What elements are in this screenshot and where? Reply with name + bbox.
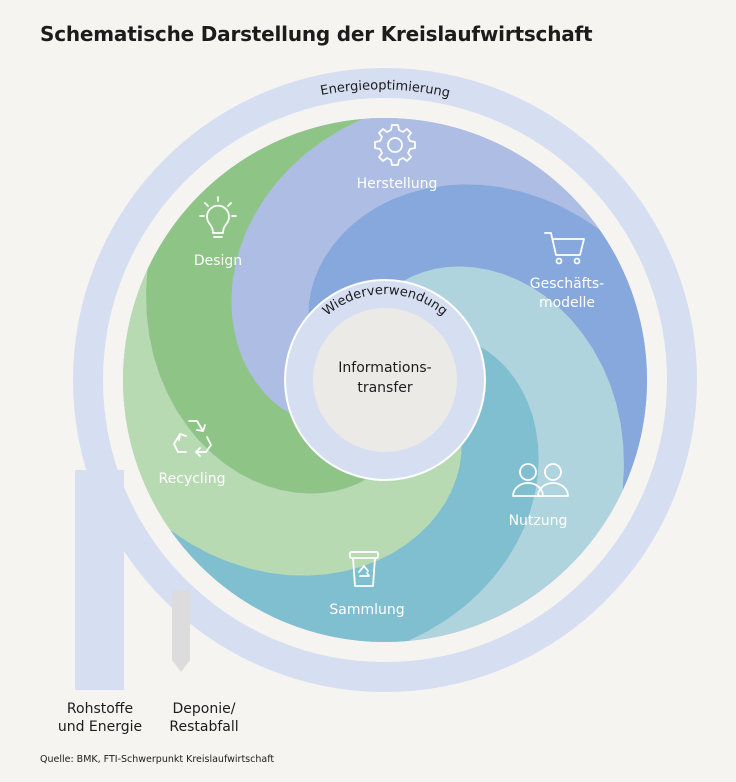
center-label-line2: transfer xyxy=(357,380,413,396)
raw-materials-label-line2: und Energie xyxy=(57,719,143,735)
segment-recycling xyxy=(146,119,385,494)
waste-stream xyxy=(172,590,190,672)
segment-label-herstellung: Herstellung xyxy=(357,176,438,192)
raw-materials-label: Rohstoffe und Energie xyxy=(50,700,150,736)
recycle-icon xyxy=(173,420,212,457)
segment-sammlung xyxy=(122,269,462,576)
waste-label-line2: Restabfall xyxy=(169,719,239,735)
segment-geschaeftsmodelle xyxy=(385,266,624,641)
people-icon xyxy=(512,463,569,497)
gear-icon xyxy=(374,124,416,166)
shopping-cart-icon xyxy=(544,232,585,265)
segment-nutzung xyxy=(170,338,539,642)
center-circle xyxy=(313,308,457,452)
segment-label-sammlung: Sammlung xyxy=(329,602,404,618)
waste-label: Deponie/ Restabfall xyxy=(162,700,246,736)
recycle-bin-icon xyxy=(349,551,379,587)
segment-label-nutzung: Nutzung xyxy=(509,513,568,529)
segment-label-geschaeftsmodelle-line2: modelle xyxy=(539,295,595,311)
center-label-line1: Informations- xyxy=(338,360,431,376)
page-title: Schematische Darstellung der Kreislaufwi… xyxy=(40,22,593,46)
segment-label-recycling: Recycling xyxy=(159,471,226,487)
raw-materials-label-line1: Rohstoffe xyxy=(66,701,134,717)
segment-design xyxy=(231,118,600,422)
source-note: Quelle: BMK, FTI-Schwerpunkt Kreislaufwi… xyxy=(40,754,275,765)
segment-label-design: Design xyxy=(194,253,242,269)
energy-optimization-ring xyxy=(73,68,697,692)
lightbulb-icon xyxy=(199,196,237,238)
segment-label-geschaeftsmodelle-line1: Geschäfts- xyxy=(530,276,604,292)
waste-label-line1: Deponie/ xyxy=(172,701,236,717)
